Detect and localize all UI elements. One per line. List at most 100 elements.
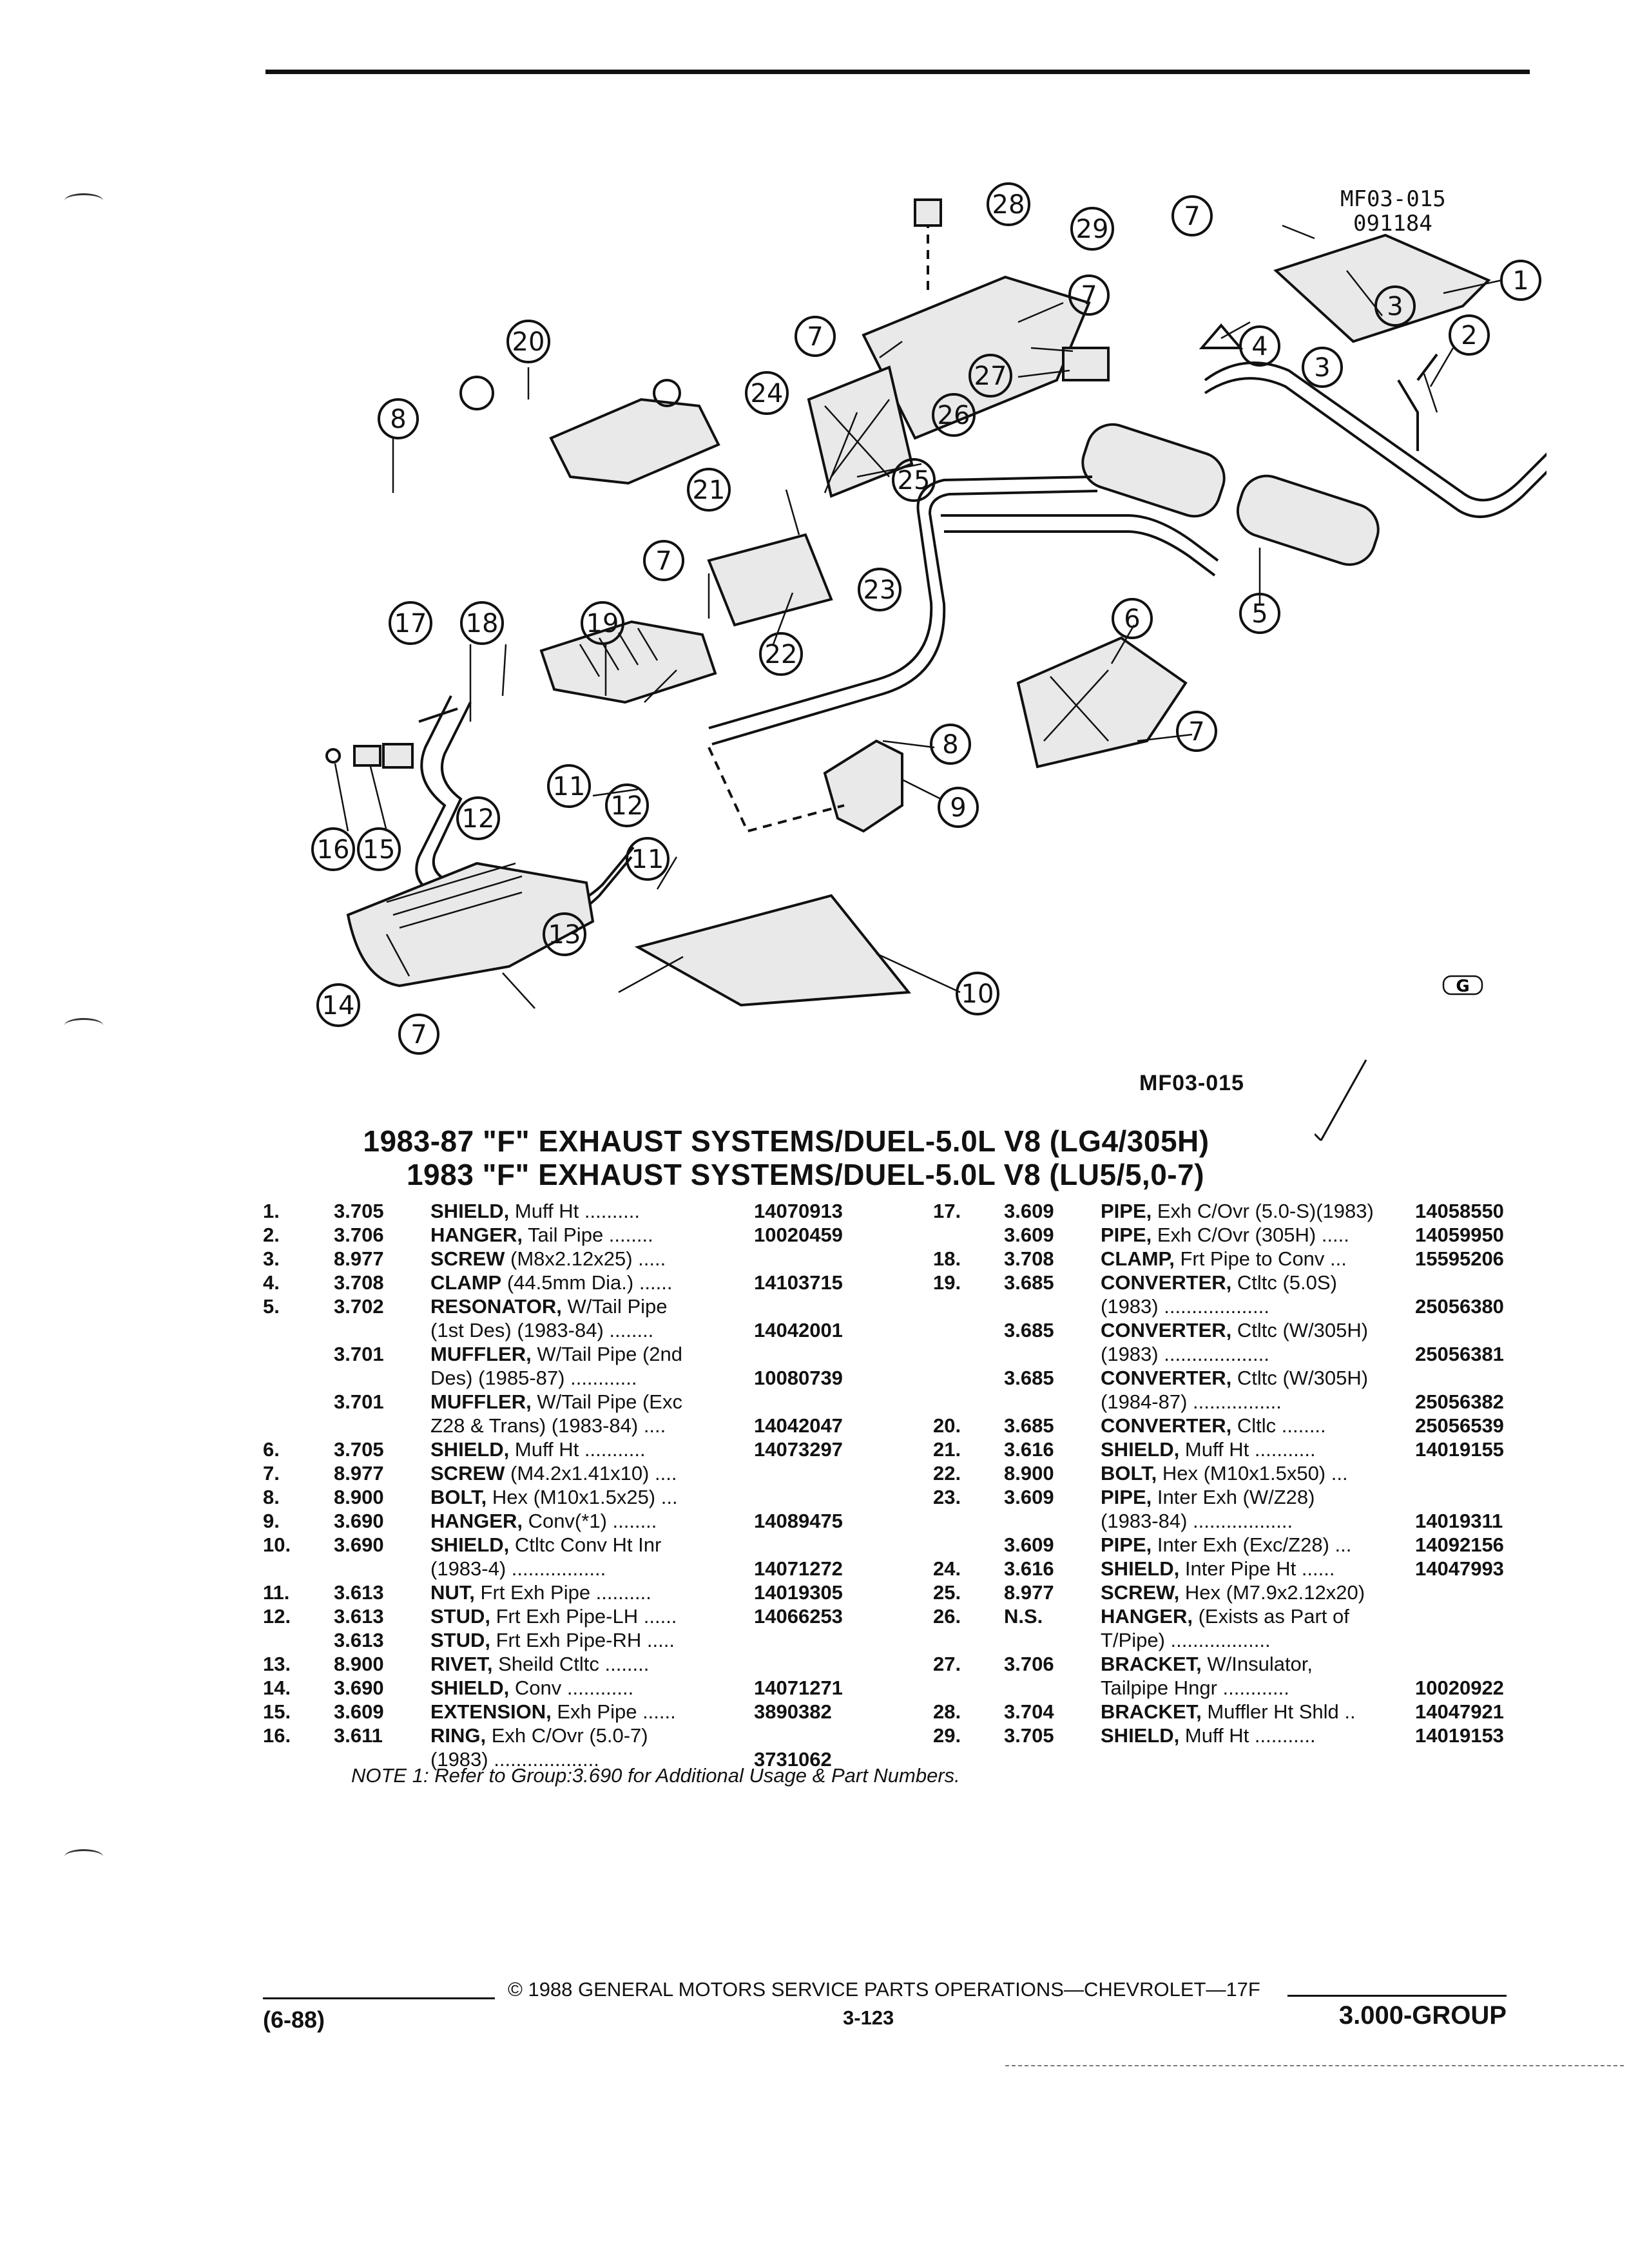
- parts-row: T/Pipe) ..................: [907, 1629, 1526, 1653]
- part-description: HANGER, (Exists as Part of: [1101, 1605, 1349, 1628]
- callout-25: 25: [892, 458, 936, 502]
- part-detail: Des) (1985-87) ............: [430, 1367, 637, 1389]
- part-detail: Muff Ht ..........: [509, 1200, 640, 1222]
- svg-text:22: 22: [765, 640, 798, 669]
- part-description: (1983-84) ..................: [1101, 1510, 1293, 1533]
- heat-shield-1: [1273, 233, 1491, 343]
- part-name: STUD,: [430, 1605, 490, 1628]
- converter-19: [539, 620, 717, 704]
- item-number: 28.: [933, 1700, 961, 1723]
- page-number: 3-123: [843, 2006, 894, 2029]
- group-number: 3.611: [334, 1724, 383, 1747]
- part-description: SHIELD, Muff Ht ...........: [1101, 1438, 1316, 1461]
- callout-28: 28: [987, 182, 1030, 226]
- group-number: 3.613: [334, 1581, 384, 1604]
- item-number: 8.: [263, 1486, 280, 1508]
- callout-3b: 3: [1302, 347, 1343, 388]
- part-detail: Tail Pipe ........: [522, 1224, 653, 1246]
- callout-24: 24: [745, 371, 789, 415]
- part-description: SHIELD, Muff Ht ...........: [1101, 1724, 1316, 1747]
- part-description: Z28 & Trans) (1983-84) ....: [430, 1414, 666, 1437]
- item-number: 4.: [263, 1271, 280, 1294]
- part-description: MUFFLER, W/Tail Pipe (2nd: [430, 1343, 682, 1366]
- callout-14: 14: [316, 983, 360, 1027]
- part-name: RESONATOR,: [430, 1295, 562, 1318]
- part-description: RIVET, Sheild Ctltc ........: [430, 1653, 649, 1676]
- svg-text:6: 6: [1124, 604, 1140, 634]
- svg-text:8: 8: [942, 730, 958, 760]
- part-description: BOLT, Hex (M10x1.5x25) ...: [430, 1486, 678, 1509]
- part-name: HANGER,: [430, 1224, 523, 1246]
- part-detail: (1983) ...................: [430, 1748, 599, 1771]
- part-number: 14089475: [754, 1510, 843, 1532]
- svg-text:16: 16: [317, 835, 350, 865]
- part-description: RING, Exh C/Ovr (5.0-7): [430, 1724, 648, 1747]
- svg-text:18: 18: [466, 609, 499, 639]
- group-number: 3.690: [334, 1677, 384, 1699]
- part-detail: W/Tail Pipe (Exc: [531, 1390, 682, 1413]
- part-number: 14058550: [1415, 1200, 1504, 1222]
- callout-7f: 7: [398, 1014, 439, 1055]
- part-name: SHIELD,: [430, 1438, 510, 1461]
- part-detail: (1st Des) (1983-84) ........: [430, 1319, 654, 1341]
- part-detail: Frt Exh Pipe ..........: [474, 1581, 651, 1604]
- part-detail: (1983) ...................: [1101, 1295, 1269, 1318]
- group-number: 3.701: [334, 1390, 384, 1413]
- group-number: 3.690: [334, 1510, 384, 1532]
- part-detail: W/Tail Pipe: [561, 1295, 668, 1318]
- item-number: 7.: [263, 1462, 280, 1485]
- part-detail: Frt Exh Pipe-LH ......: [490, 1605, 677, 1628]
- group-number: 3.706: [1004, 1653, 1054, 1675]
- svg-text:10: 10: [961, 979, 994, 1009]
- part-name: SHIELD,: [430, 1533, 510, 1556]
- part-name: SCREW: [430, 1247, 505, 1270]
- callout-29: 29: [1070, 207, 1114, 251]
- svg-text:G: G: [1456, 977, 1469, 996]
- callout-26: 26: [932, 393, 976, 437]
- page-title-line1: 1983-87 "F" EXHAUST SYSTEMS/DUEL-5.0L V8…: [363, 1124, 1210, 1158]
- part-name: MUFFLER,: [430, 1343, 532, 1365]
- part-name: BRACKET,: [1101, 1700, 1202, 1723]
- part-detail: Exh C/Ovr (5.0-S)(1983): [1152, 1200, 1374, 1222]
- part-name: HANGER,: [430, 1510, 523, 1532]
- callout-6: 6: [1112, 598, 1153, 639]
- part-number: 14059950: [1415, 1224, 1504, 1246]
- part-name: SHIELD,: [1101, 1724, 1180, 1747]
- part-description: BOLT, Hex (M10x1.5x50) ...: [1101, 1462, 1348, 1485]
- part-name: SCREW,: [1101, 1581, 1180, 1604]
- svg-text:28: 28: [992, 190, 1025, 220]
- part-name: PIPE,: [1101, 1224, 1152, 1246]
- group-number: 3.685: [1004, 1367, 1054, 1389]
- svg-text:14: 14: [322, 991, 355, 1021]
- group-number: 3.685: [1004, 1319, 1054, 1341]
- part-name: SHIELD,: [430, 1200, 510, 1222]
- parts-row: Des) (1985-87) ............10080739: [263, 1367, 907, 1390]
- part-detail: Exh C/Ovr (305H) .....: [1152, 1224, 1349, 1246]
- item-number: 2.: [263, 1224, 280, 1246]
- part-name: BOLT,: [1101, 1462, 1157, 1485]
- part-description: RESONATOR, W/Tail Pipe: [430, 1295, 668, 1318]
- part-description: PIPE, Inter Exh (W/Z28): [1101, 1486, 1315, 1509]
- part-name: CONVERTER,: [1101, 1319, 1232, 1341]
- group-number: 3.613: [334, 1629, 384, 1651]
- part-name: STUD,: [430, 1629, 490, 1651]
- svg-text:27: 27: [974, 361, 1007, 391]
- copyright-text: © 1988 GENERAL MOTORS SERVICE PARTS OPER…: [508, 1978, 1260, 2001]
- part-detail: (M4.2x1.41x10) ....: [505, 1462, 677, 1485]
- item-number: 24.: [933, 1557, 961, 1580]
- group-number: 3.609: [1004, 1200, 1054, 1222]
- item-number: 25.: [933, 1581, 961, 1604]
- figure-code-top: MF03-015: [1340, 186, 1446, 212]
- part-name: EXTENSION,: [430, 1700, 552, 1723]
- part-name: SHIELD,: [1101, 1557, 1180, 1580]
- item-number: 20.: [933, 1414, 961, 1437]
- part-detail: Inter Exh (Exc/Z28) ...: [1152, 1533, 1352, 1556]
